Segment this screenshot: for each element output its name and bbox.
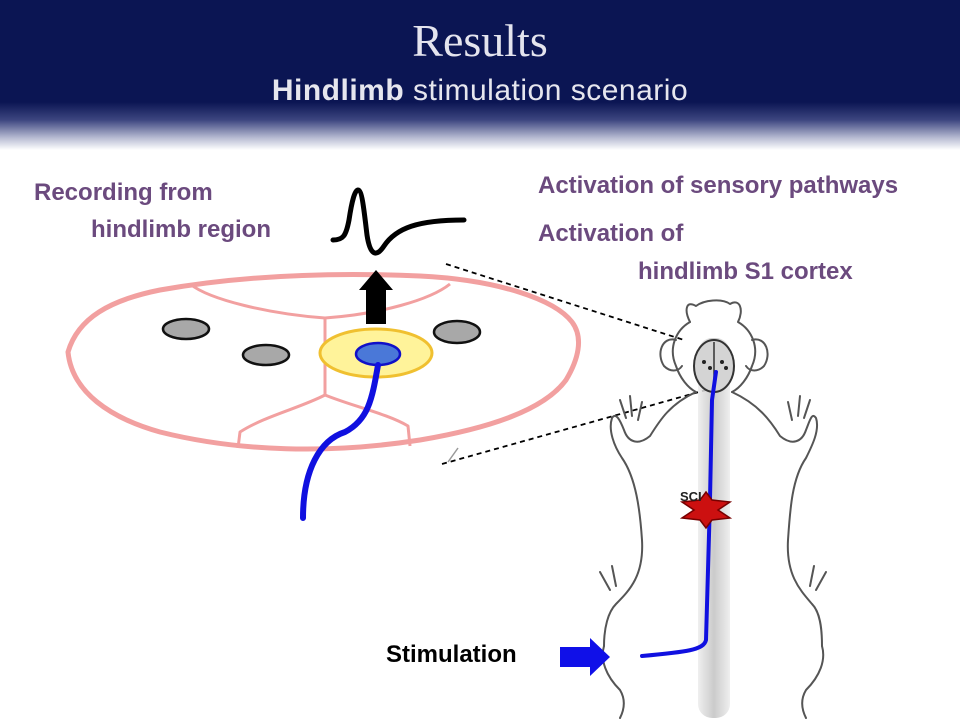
rat-brain-dot-4: [724, 366, 728, 370]
slide-subtitle: Hindlimb stimulation scenario: [0, 74, 960, 108]
electrode-inactive-1: [161, 317, 211, 341]
rat-head-left: [671, 321, 697, 393]
slide-header: Results Hindlimb stimulation scenario: [0, 0, 960, 150]
sci-label: SCI: [680, 489, 702, 504]
rat-body-left: [603, 391, 697, 647]
rat-brain-dot-1: [702, 360, 706, 364]
rat-ear-left: [659, 338, 683, 372]
rat-brain-dot-2: [708, 366, 712, 370]
evoked-potential-waveform: [330, 187, 467, 256]
active-electrode-tip: [354, 341, 402, 367]
blue-right-arrow-icon: [560, 638, 610, 676]
electrode-inactive-3: [432, 319, 482, 345]
electrode-inactive-2: [241, 343, 291, 367]
recording-label-line1: Recording from: [34, 179, 213, 206]
subtitle-rest: stimulation scenario: [404, 74, 689, 107]
recording-label-line2: hindlimb region: [91, 216, 271, 243]
rat-forepaw-left: [619, 395, 643, 421]
activation-label-line1: Activation of: [538, 220, 684, 247]
slide-title: Results: [412, 15, 548, 66]
stimulation-label: Stimulation: [386, 641, 517, 668]
brain-inner-left: [236, 393, 326, 449]
sensory-pathway-line: [640, 370, 718, 658]
rat-body-right: [731, 391, 823, 647]
zoom-line-tick: [447, 447, 459, 463]
sensory-pathways-label: Activation of sensory pathways: [538, 172, 899, 199]
subtitle-bold: Hindlimb: [271, 74, 405, 107]
red-star-icon: [679, 490, 733, 530]
rat-forepaw-right: [787, 395, 811, 421]
brain-section: [65, 272, 581, 452]
black-up-arrow-icon: [359, 270, 393, 324]
zoom-line-upper: [445, 263, 685, 341]
brain-outline: [65, 272, 581, 452]
rat-hindpaw-right: [801, 565, 827, 719]
electrode-wire: [300, 362, 381, 521]
rat-brain-dot-3: [720, 360, 724, 364]
brain-inner-upper: [189, 282, 451, 320]
rat-ear-right: [745, 338, 769, 372]
rat-figure: [599, 299, 827, 719]
activation-label-line2: hindlimb S1 cortex: [638, 258, 853, 285]
zoom-line-lower: [441, 389, 707, 465]
brain-inner-right: [324, 393, 412, 447]
